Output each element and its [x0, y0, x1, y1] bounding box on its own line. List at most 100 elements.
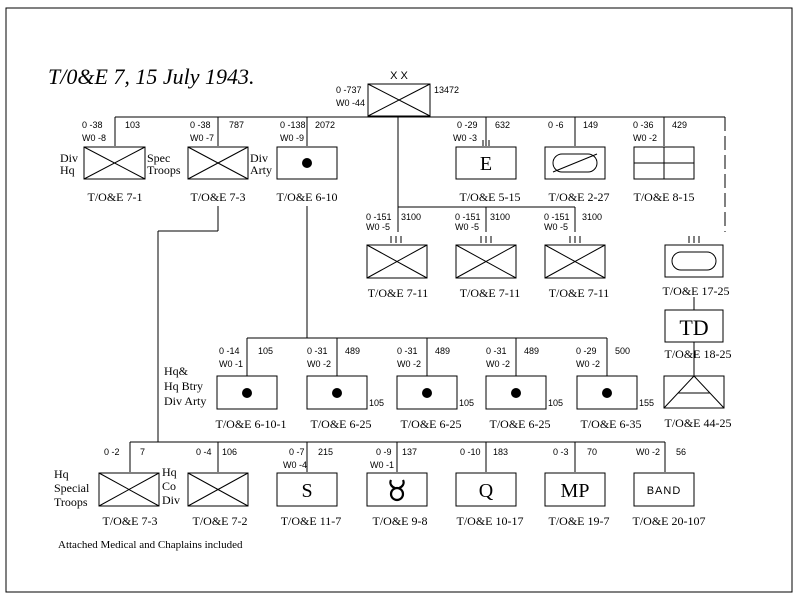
total-count: 215	[318, 447, 333, 457]
div-arty-unit: 0 -138 W0 -9 2072 Div Arty T/O&E 6-10	[250, 120, 338, 204]
officers-count: 0 -3	[553, 447, 569, 457]
officers-count: 0 -31	[397, 346, 418, 356]
wo-count: W0 -8	[82, 133, 106, 143]
side-label: Div	[250, 151, 268, 165]
wo-count: W0 -2	[486, 359, 510, 369]
infantry-regiment-3: 0 -151 W0 -5 3100 T/O&E 7-11	[544, 212, 609, 300]
total-count: 500	[615, 346, 630, 356]
footnote: Attached Medical and Chaplains included	[58, 539, 243, 551]
total-count: 3100	[401, 212, 421, 222]
total-count: 56	[676, 447, 686, 457]
total-count: 149	[583, 120, 598, 130]
quartermaster-unit: 0 -10 183 Q T/O&E 10-17	[455, 447, 524, 528]
total-count: 105	[258, 346, 273, 356]
artillery-battalion-3: 0 -31 W0 -2 489 105 T/O&E 6-25	[485, 346, 563, 431]
wo-count: W0 -7	[190, 133, 214, 143]
side-label: Hq	[162, 465, 177, 479]
artillery-dot-icon	[422, 388, 432, 398]
toe-label: T/O&E 7-11	[460, 286, 521, 300]
officers-count: 0 -29	[576, 346, 597, 356]
side-label: Hq	[54, 467, 69, 481]
caliber-label: 155	[639, 398, 654, 408]
officers-count: 0 -151	[366, 212, 392, 222]
total-count: 489	[345, 346, 360, 356]
toe-label: T/O&E 7-3	[103, 514, 158, 528]
page-frame	[5, 7, 793, 593]
officers-count: 0 -31	[486, 346, 507, 356]
side-label: Div	[60, 151, 78, 165]
tank-destroyer-unit: TD T/O&E 18-25	[664, 309, 732, 361]
antiaircraft-unit: T/O&E 44-25	[663, 375, 732, 430]
side-label: Hq	[60, 163, 75, 177]
band-symbol: BAND	[647, 485, 682, 497]
total-count: 3100	[490, 212, 510, 222]
artillery-battalion-2: 0 -31 W0 -2 489 105 T/O&E 6-25	[396, 346, 474, 431]
spec-troops-unit: 0 -38 W0 -7 787 Spec Troops T/O&E 7-3	[147, 120, 249, 204]
engineer-symbol: E	[480, 153, 492, 175]
total-count: 787	[229, 120, 244, 130]
officers-count: 0 -4	[196, 447, 212, 457]
ordnance-unit: 0 -9 W0 -1 137 T/O&E 9-8	[366, 447, 428, 528]
wo-count: W0 -2	[636, 447, 660, 457]
wo-count: W0 -1	[370, 460, 394, 470]
side-label: Troops	[54, 495, 88, 509]
wo-count: W0 -2	[576, 359, 600, 369]
div-hq-unit: 0 -38 W0 -8 103 Div Hq T/O&E 7-1	[60, 120, 146, 204]
artillery-dot-icon	[302, 158, 312, 168]
toe-label: T/O&E 7-11	[368, 286, 429, 300]
officers-count: 0 -36	[633, 120, 654, 130]
hq-special-troops-unit: 0 -2 7 Hq Special Troops T/O&E 7-3	[54, 447, 160, 528]
wo-count: W0 -2	[307, 359, 331, 369]
artillery-dot-icon	[242, 388, 252, 398]
echelon-mark: X X	[390, 70, 408, 82]
toe-label: T/O&E 20-107	[633, 514, 706, 528]
infantry-regiment-2: 0 -151 W0 -5 3100 T/O&E 7-11	[455, 212, 520, 300]
side-label: Arty	[250, 163, 272, 177]
td-symbol: TD	[679, 315, 708, 340]
toe-label: T/O&E 7-11	[549, 286, 610, 300]
officers-count: 0 -138	[280, 120, 306, 130]
officers-count: 0 -151	[544, 212, 570, 222]
toe-label: T/O&E 8-15	[634, 190, 695, 204]
total-count: 3100	[582, 212, 602, 222]
toe-label: T/O&E 10-17	[457, 514, 524, 528]
toe-label: T/O&E 6-10-1	[216, 417, 287, 431]
hq-co-div-unit: 0 -4 106 Hq Co Div T/O&E 7-2	[162, 447, 249, 528]
toe-label: T/O&E 7-2	[193, 514, 248, 528]
artillery-dot-icon	[332, 388, 342, 398]
side-label: Special	[54, 481, 90, 495]
officers-count: 0 -737	[336, 85, 362, 95]
officers-count: 0 -31	[307, 346, 328, 356]
toe-label: T/O&E 44-25	[665, 416, 732, 430]
recon-unit: 0 -6 149 T/O&E 2-27	[544, 120, 610, 204]
wo-count: W0 -5	[366, 222, 390, 232]
artillery-dot-icon	[511, 388, 521, 398]
caliber-label: 105	[548, 398, 563, 408]
officers-count: 0 -14	[219, 346, 240, 356]
mp-symbol: MP	[561, 480, 590, 502]
total-count: 489	[524, 346, 539, 356]
wo-count: W0 -2	[633, 133, 657, 143]
band-unit: W0 -2 56 BAND T/O&E 20-107	[633, 447, 706, 528]
connector-lines	[114, 116, 726, 472]
chart-title: T/0&E 7, 15 July 1943.	[48, 64, 255, 89]
artillery-dot-icon	[602, 388, 612, 398]
military-police-unit: 0 -3 70 MP T/O&E 19-7	[544, 447, 610, 528]
toe-label: T/O&E 6-25	[490, 417, 551, 431]
officers-count: 0 -9	[376, 447, 392, 457]
signal-unit: 0 -36 W0 -2 429 T/O&E 8-15	[633, 120, 695, 204]
total-count: 106	[222, 447, 237, 457]
toe-label: T/O&E 9-8	[373, 514, 428, 528]
toe-label: T/O&E 5-15	[460, 190, 521, 204]
toe-label: T/O&E 18-25	[665, 347, 732, 361]
total-count: 632	[495, 120, 510, 130]
toe-label: T/O&E 6-35	[581, 417, 642, 431]
officers-count: 0 -6	[548, 120, 564, 130]
side-label: Troops	[147, 163, 181, 177]
toe-label: T/O&E 6-25	[401, 417, 462, 431]
qm-symbol: Q	[479, 480, 494, 502]
total-count: 2072	[315, 120, 335, 130]
caliber-label: 105	[459, 398, 474, 408]
toe-label: T/O&E 7-1	[88, 190, 143, 204]
